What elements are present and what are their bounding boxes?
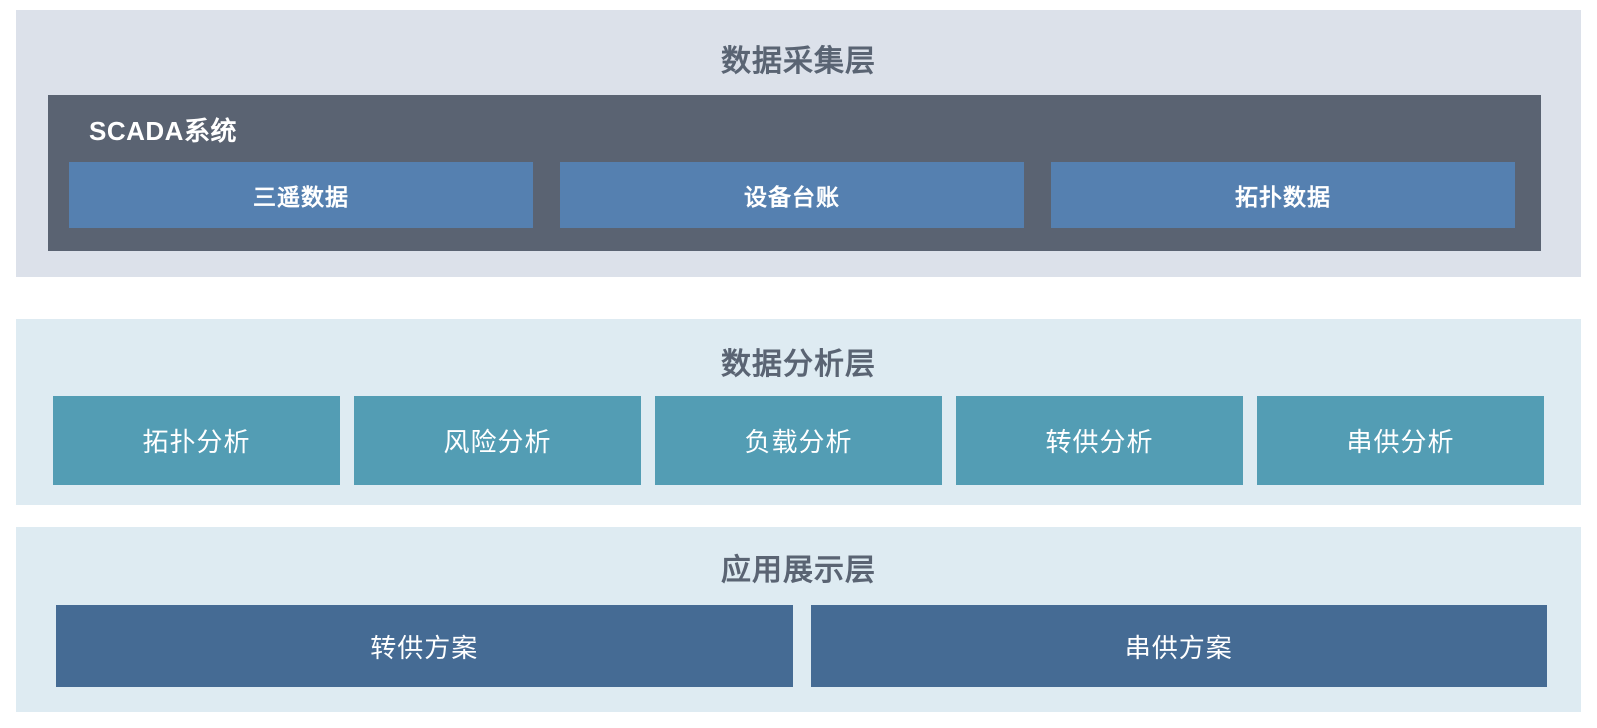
application-display-layer: 应用展示层 转供方案 串供方案 xyxy=(16,527,1581,712)
data-analysis-layer: 数据分析层 拓扑分析 风险分析 负载分析 转供分析 串供分析 xyxy=(16,319,1581,505)
scada-system-box: SCADA系统 三遥数据 设备台账 拓扑数据 xyxy=(48,95,1541,251)
analysis-item-transfer-supply: 转供分析 xyxy=(956,396,1243,485)
display-item-transfer-supply-plan: 转供方案 xyxy=(56,605,793,687)
scada-item-equipment-ledger: 设备台账 xyxy=(560,162,1024,228)
analysis-item-topology: 拓扑分析 xyxy=(53,396,340,485)
scada-items-row: 三遥数据 设备台账 拓扑数据 xyxy=(69,162,1515,228)
display-item-series-supply-plan: 串供方案 xyxy=(810,605,1547,687)
data-analysis-layer-title: 数据分析层 xyxy=(721,348,876,381)
analysis-item-series-supply: 串供分析 xyxy=(1257,396,1544,485)
scada-system-title: SCADA系统 xyxy=(89,116,237,146)
application-display-layer-title: 应用展示层 xyxy=(721,554,876,587)
scada-item-telemetry-data: 三遥数据 xyxy=(69,162,533,228)
display-items-row: 转供方案 串供方案 xyxy=(56,605,1547,687)
data-collection-layer-title: 数据采集层 xyxy=(721,45,876,78)
scada-item-topology-data: 拓扑数据 xyxy=(1051,162,1515,228)
data-collection-layer: 数据采集层 SCADA系统 三遥数据 设备台账 拓扑数据 xyxy=(16,10,1581,277)
analysis-items-row: 拓扑分析 风险分析 负载分析 转供分析 串供分析 xyxy=(53,396,1544,485)
analysis-item-risk: 风险分析 xyxy=(354,396,641,485)
analysis-item-load: 负载分析 xyxy=(655,396,942,485)
